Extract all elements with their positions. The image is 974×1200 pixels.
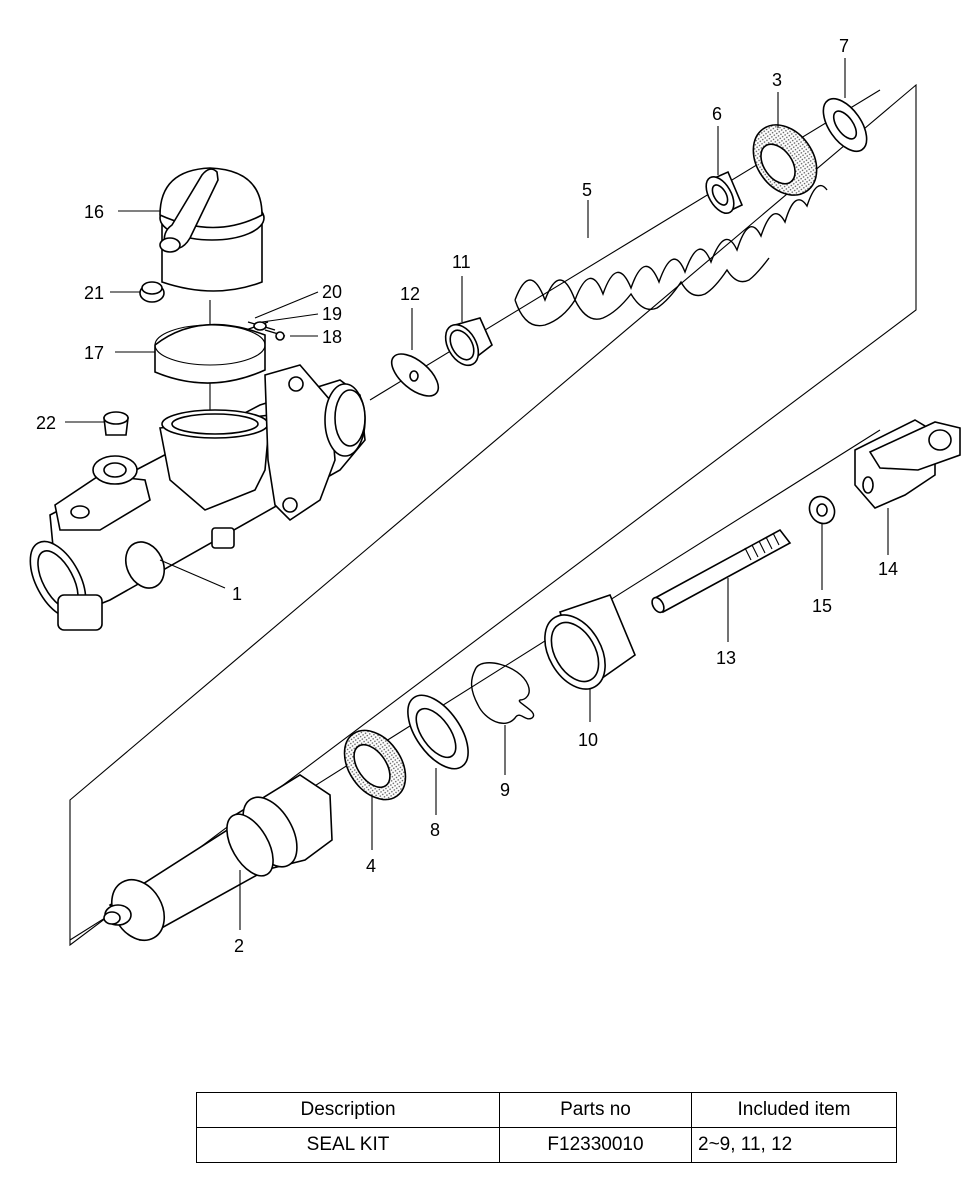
seal-kit-table: Description Parts no Included item SEAL … <box>196 1092 897 1163</box>
assembly-frame <box>69 83 917 947</box>
band-clamp <box>154 323 266 384</box>
callout-15: 15 <box>812 596 832 616</box>
callout-9: 9 <box>500 780 510 800</box>
seal-part-4 <box>343 729 407 801</box>
washer-part-8 <box>407 694 469 770</box>
leader-lines <box>65 58 889 930</box>
cell-description: SEAL KIT <box>196 1127 500 1163</box>
callout-6: 6 <box>712 104 722 124</box>
master-cylinder-body <box>29 364 366 631</box>
callout-17: 17 <box>84 343 104 363</box>
callout-5: 5 <box>582 180 592 200</box>
bushing-part-6 <box>705 170 744 215</box>
piston <box>103 774 333 942</box>
sleeve-part-10 <box>544 594 636 690</box>
upper-axis <box>369 89 881 401</box>
washer-part-7 <box>822 97 868 153</box>
callout-16: 16 <box>84 202 104 222</box>
callout-14: 14 <box>878 559 898 579</box>
exploded-parts-diagram: 1 2 3 4 5 6 7 8 9 10 11 12 13 14 15 16 1… <box>29 36 961 956</box>
reservoir <box>159 167 265 292</box>
spring <box>514 184 828 327</box>
callout-18: 18 <box>322 327 342 347</box>
callout-20: 20 <box>322 282 342 302</box>
callout-4: 4 <box>366 856 376 876</box>
plug-part-22 <box>103 411 129 436</box>
header-description: Description <box>196 1092 500 1128</box>
table-header-row: Description Parts no Included item <box>196 1092 897 1128</box>
callout-8: 8 <box>430 820 440 840</box>
cup-part-11 <box>444 317 493 367</box>
nut <box>808 495 836 525</box>
callout-11: 11 <box>452 252 471 272</box>
cell-parts-no: F12330010 <box>499 1127 692 1163</box>
header-parts-no: Parts no <box>499 1092 692 1128</box>
callout-2: 2 <box>234 936 244 956</box>
header-included-item: Included item <box>691 1092 897 1128</box>
screw-assembly <box>245 321 286 341</box>
callout-19: 19 <box>322 304 342 324</box>
callout-3: 3 <box>772 70 782 90</box>
seal-part-3 <box>752 124 818 196</box>
callout-21: 21 <box>84 283 104 303</box>
cell-included-item: 2~9, 11, 12 <box>691 1127 897 1163</box>
washer-part-12 <box>390 353 440 397</box>
callout-10: 10 <box>578 730 598 750</box>
callout-7: 7 <box>839 36 849 56</box>
wire-clip <box>470 662 535 724</box>
clevis <box>854 419 961 509</box>
push-rod <box>651 528 792 614</box>
callout-13: 13 <box>716 648 736 668</box>
cap-part-21 <box>139 281 165 303</box>
callout-1: 1 <box>232 584 242 604</box>
callout-labels: 1 2 3 4 5 6 7 8 9 10 11 12 13 14 15 16 1… <box>36 36 898 956</box>
callout-12: 12 <box>400 284 420 304</box>
callout-22: 22 <box>36 413 56 433</box>
table-row: SEAL KIT F12330010 2~9, 11, 12 <box>196 1127 897 1163</box>
